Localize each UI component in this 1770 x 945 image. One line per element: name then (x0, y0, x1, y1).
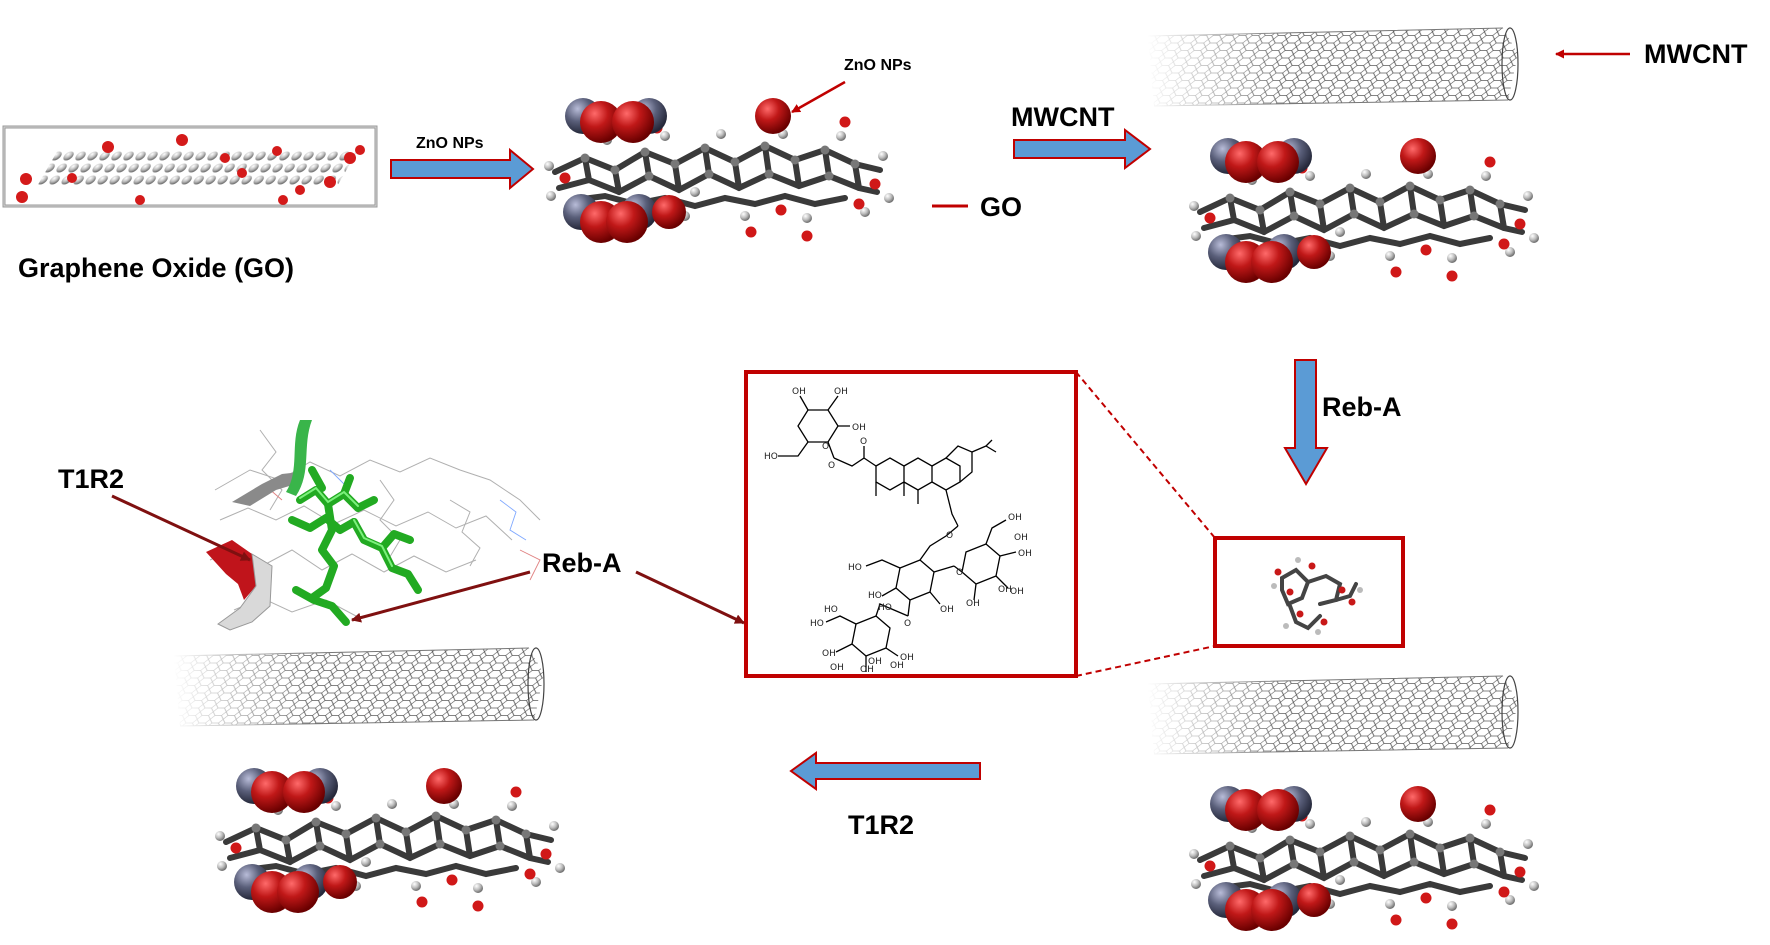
arrow-zno (390, 147, 535, 191)
svg-text:OH: OH (1010, 587, 1024, 597)
nanotube-bottom-right (1145, 673, 1519, 759)
svg-text:OH: OH (1014, 533, 1028, 543)
reba-atom-labels: OH OH OH HO O O O OH OH OH HO OH O OH O … (764, 387, 1032, 675)
svg-text:OH: OH (900, 653, 914, 663)
svg-text:OH: OH (792, 387, 806, 397)
svg-text:OH: OH (852, 423, 866, 433)
mwcnt-zno-cluster-bottom-right (1189, 786, 1539, 931)
svg-text:OH: OH (1008, 513, 1022, 523)
mwcnt-callout-label: MWCNT (1644, 39, 1748, 69)
zno-callout-arrow (791, 80, 846, 114)
svg-text:O: O (828, 461, 835, 471)
zoom-connector-bottom (1075, 645, 1216, 677)
svg-text:HO: HO (878, 603, 892, 613)
svg-text:OH: OH (890, 661, 904, 671)
zoom-connector-top (1075, 371, 1216, 539)
t1r2-arrow-label: T1R2 (848, 810, 914, 840)
mwcnt-zno-cluster-bottom-left (215, 768, 565, 913)
mwcnt-zno-cluster-top (1189, 138, 1539, 283)
svg-text:HO: HO (868, 591, 882, 601)
arrow-mwcnt (1013, 127, 1152, 171)
svg-text:O: O (904, 619, 911, 629)
reba-callout-arrow-right (635, 570, 745, 625)
svg-text:O: O (956, 568, 963, 578)
reba-structure-box (744, 370, 1078, 678)
svg-text:OH: OH (966, 599, 980, 609)
arrow-t1r2 (789, 751, 981, 791)
t1r2-callout-arrow (111, 494, 251, 562)
svg-text:OH: OH (834, 387, 848, 397)
svg-text:OH: OH (998, 585, 1012, 595)
reba-arrow-label: Reb-A (1322, 392, 1402, 422)
t1r2-receptor (206, 420, 541, 631)
svg-text:OH: OH (1018, 549, 1032, 559)
svg-text:HO: HO (848, 563, 862, 573)
zno-callout-label: ZnO NPs (844, 57, 912, 74)
reba-callout-label: Reb-A (542, 548, 622, 578)
graphene-oxide-label: Graphene Oxide (GO) (18, 253, 294, 283)
reba-chemical-structure (778, 395, 1017, 672)
reba-callout-arrow-left (351, 570, 531, 623)
svg-text:O: O (946, 531, 953, 541)
nanotube-top (1145, 25, 1519, 111)
mwcnt-arrow-label: MWCNT (1011, 102, 1115, 132)
svg-text:OH: OH (830, 663, 844, 673)
nanotube-bottom-left (171, 645, 545, 731)
zno-arrow-label: ZnO NPs (416, 135, 484, 152)
arrow-reba (1283, 359, 1329, 486)
svg-text:HO: HO (810, 619, 824, 629)
svg-text:OH: OH (860, 665, 874, 675)
graphene-oxide-box (2, 125, 378, 208)
svg-text:HO: HO (764, 452, 778, 462)
svg-text:OH: OH (868, 657, 882, 667)
svg-text:OH: OH (940, 605, 954, 615)
svg-text:O: O (860, 437, 867, 447)
reba-molecule-small (1271, 557, 1363, 635)
t1r2-callout-label: T1R2 (58, 464, 124, 494)
go-callout-label: GO (980, 192, 1022, 222)
svg-text:OH: OH (822, 649, 836, 659)
svg-text:O: O (822, 442, 829, 452)
svg-text:HO: HO (824, 605, 838, 615)
go-zno-cluster (544, 98, 894, 243)
